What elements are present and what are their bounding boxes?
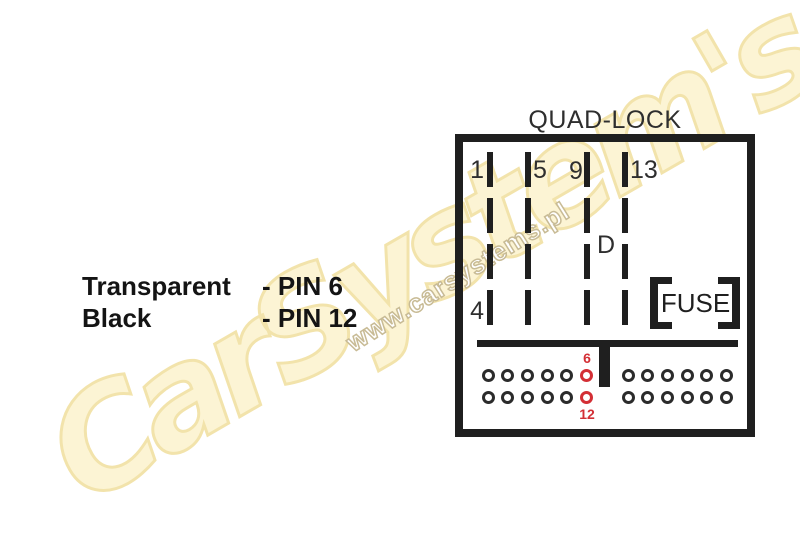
pin (720, 368, 733, 382)
pin (641, 368, 655, 382)
pin (720, 390, 733, 404)
pin-label-4: 4 (470, 297, 484, 325)
wire-color-label: Transparent (82, 271, 231, 301)
pin (560, 390, 574, 404)
legend-row-transparent: Transparent - PIN 6 (82, 270, 357, 302)
slot-divider-1 (487, 152, 493, 329)
highlight-pin-6-label: 6 (583, 350, 591, 366)
pin (481, 368, 495, 382)
pin (501, 368, 515, 382)
slot-divider-3 (584, 152, 590, 329)
pin (641, 390, 655, 404)
wire-color-label: Black (82, 303, 152, 333)
pin (560, 368, 574, 382)
pin-highlighted (580, 390, 593, 404)
connector-title: QUAD-LOCK (528, 106, 682, 134)
pin (660, 390, 674, 404)
pin-highlighted (580, 368, 593, 382)
pin (621, 390, 635, 404)
pin (700, 368, 714, 382)
legend-row-black: Black - PIN 12 (82, 302, 357, 334)
fuse-bracket-right (718, 277, 740, 329)
pin (520, 368, 534, 382)
pin (621, 368, 635, 382)
pin (501, 390, 515, 404)
pin (540, 390, 554, 404)
pin-label-d: D (597, 231, 616, 259)
fuse-bracket-left (650, 277, 672, 329)
pin (540, 368, 554, 382)
slot-divider-2 (525, 152, 531, 329)
pin-label-1: 1 (470, 156, 484, 184)
pin-label-5: 5 (533, 156, 547, 184)
wire-pin-value: - PIN 6 (262, 271, 343, 301)
pin-label-13: 13 (630, 156, 658, 184)
pin (680, 368, 694, 382)
connector-body-stub (599, 340, 610, 387)
pin (660, 368, 674, 382)
highlight-pin-12-label: 12 (579, 406, 595, 422)
slot-divider-4 (622, 152, 628, 329)
pin (481, 390, 495, 404)
pin (700, 390, 714, 404)
wire-legend: Transparent - PIN 6 Black - PIN 12 (82, 270, 357, 334)
pin (520, 390, 534, 404)
wire-pin-value: - PIN 12 (262, 303, 358, 333)
pin (680, 390, 694, 404)
fuse-label: FUSE (660, 288, 731, 318)
pin-label-9: 9 (569, 157, 583, 185)
connector-outline (455, 134, 755, 437)
